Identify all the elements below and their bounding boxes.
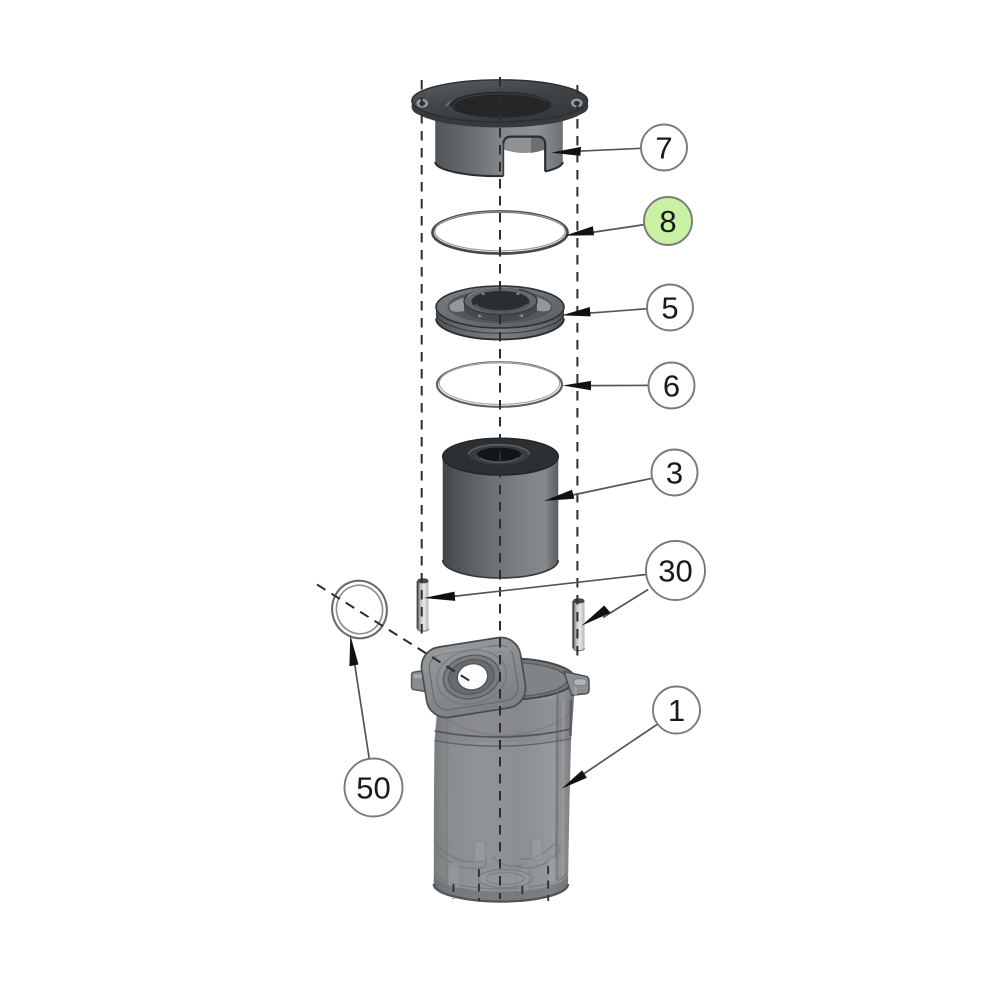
svg-text:8: 8 <box>659 204 676 239</box>
svg-text:50: 50 <box>356 771 390 806</box>
svg-text:1: 1 <box>668 693 685 728</box>
svg-text:7: 7 <box>655 131 672 166</box>
svg-text:6: 6 <box>663 369 680 404</box>
svg-text:5: 5 <box>661 291 678 326</box>
svg-text:3: 3 <box>666 456 683 491</box>
svg-text:30: 30 <box>658 554 692 589</box>
